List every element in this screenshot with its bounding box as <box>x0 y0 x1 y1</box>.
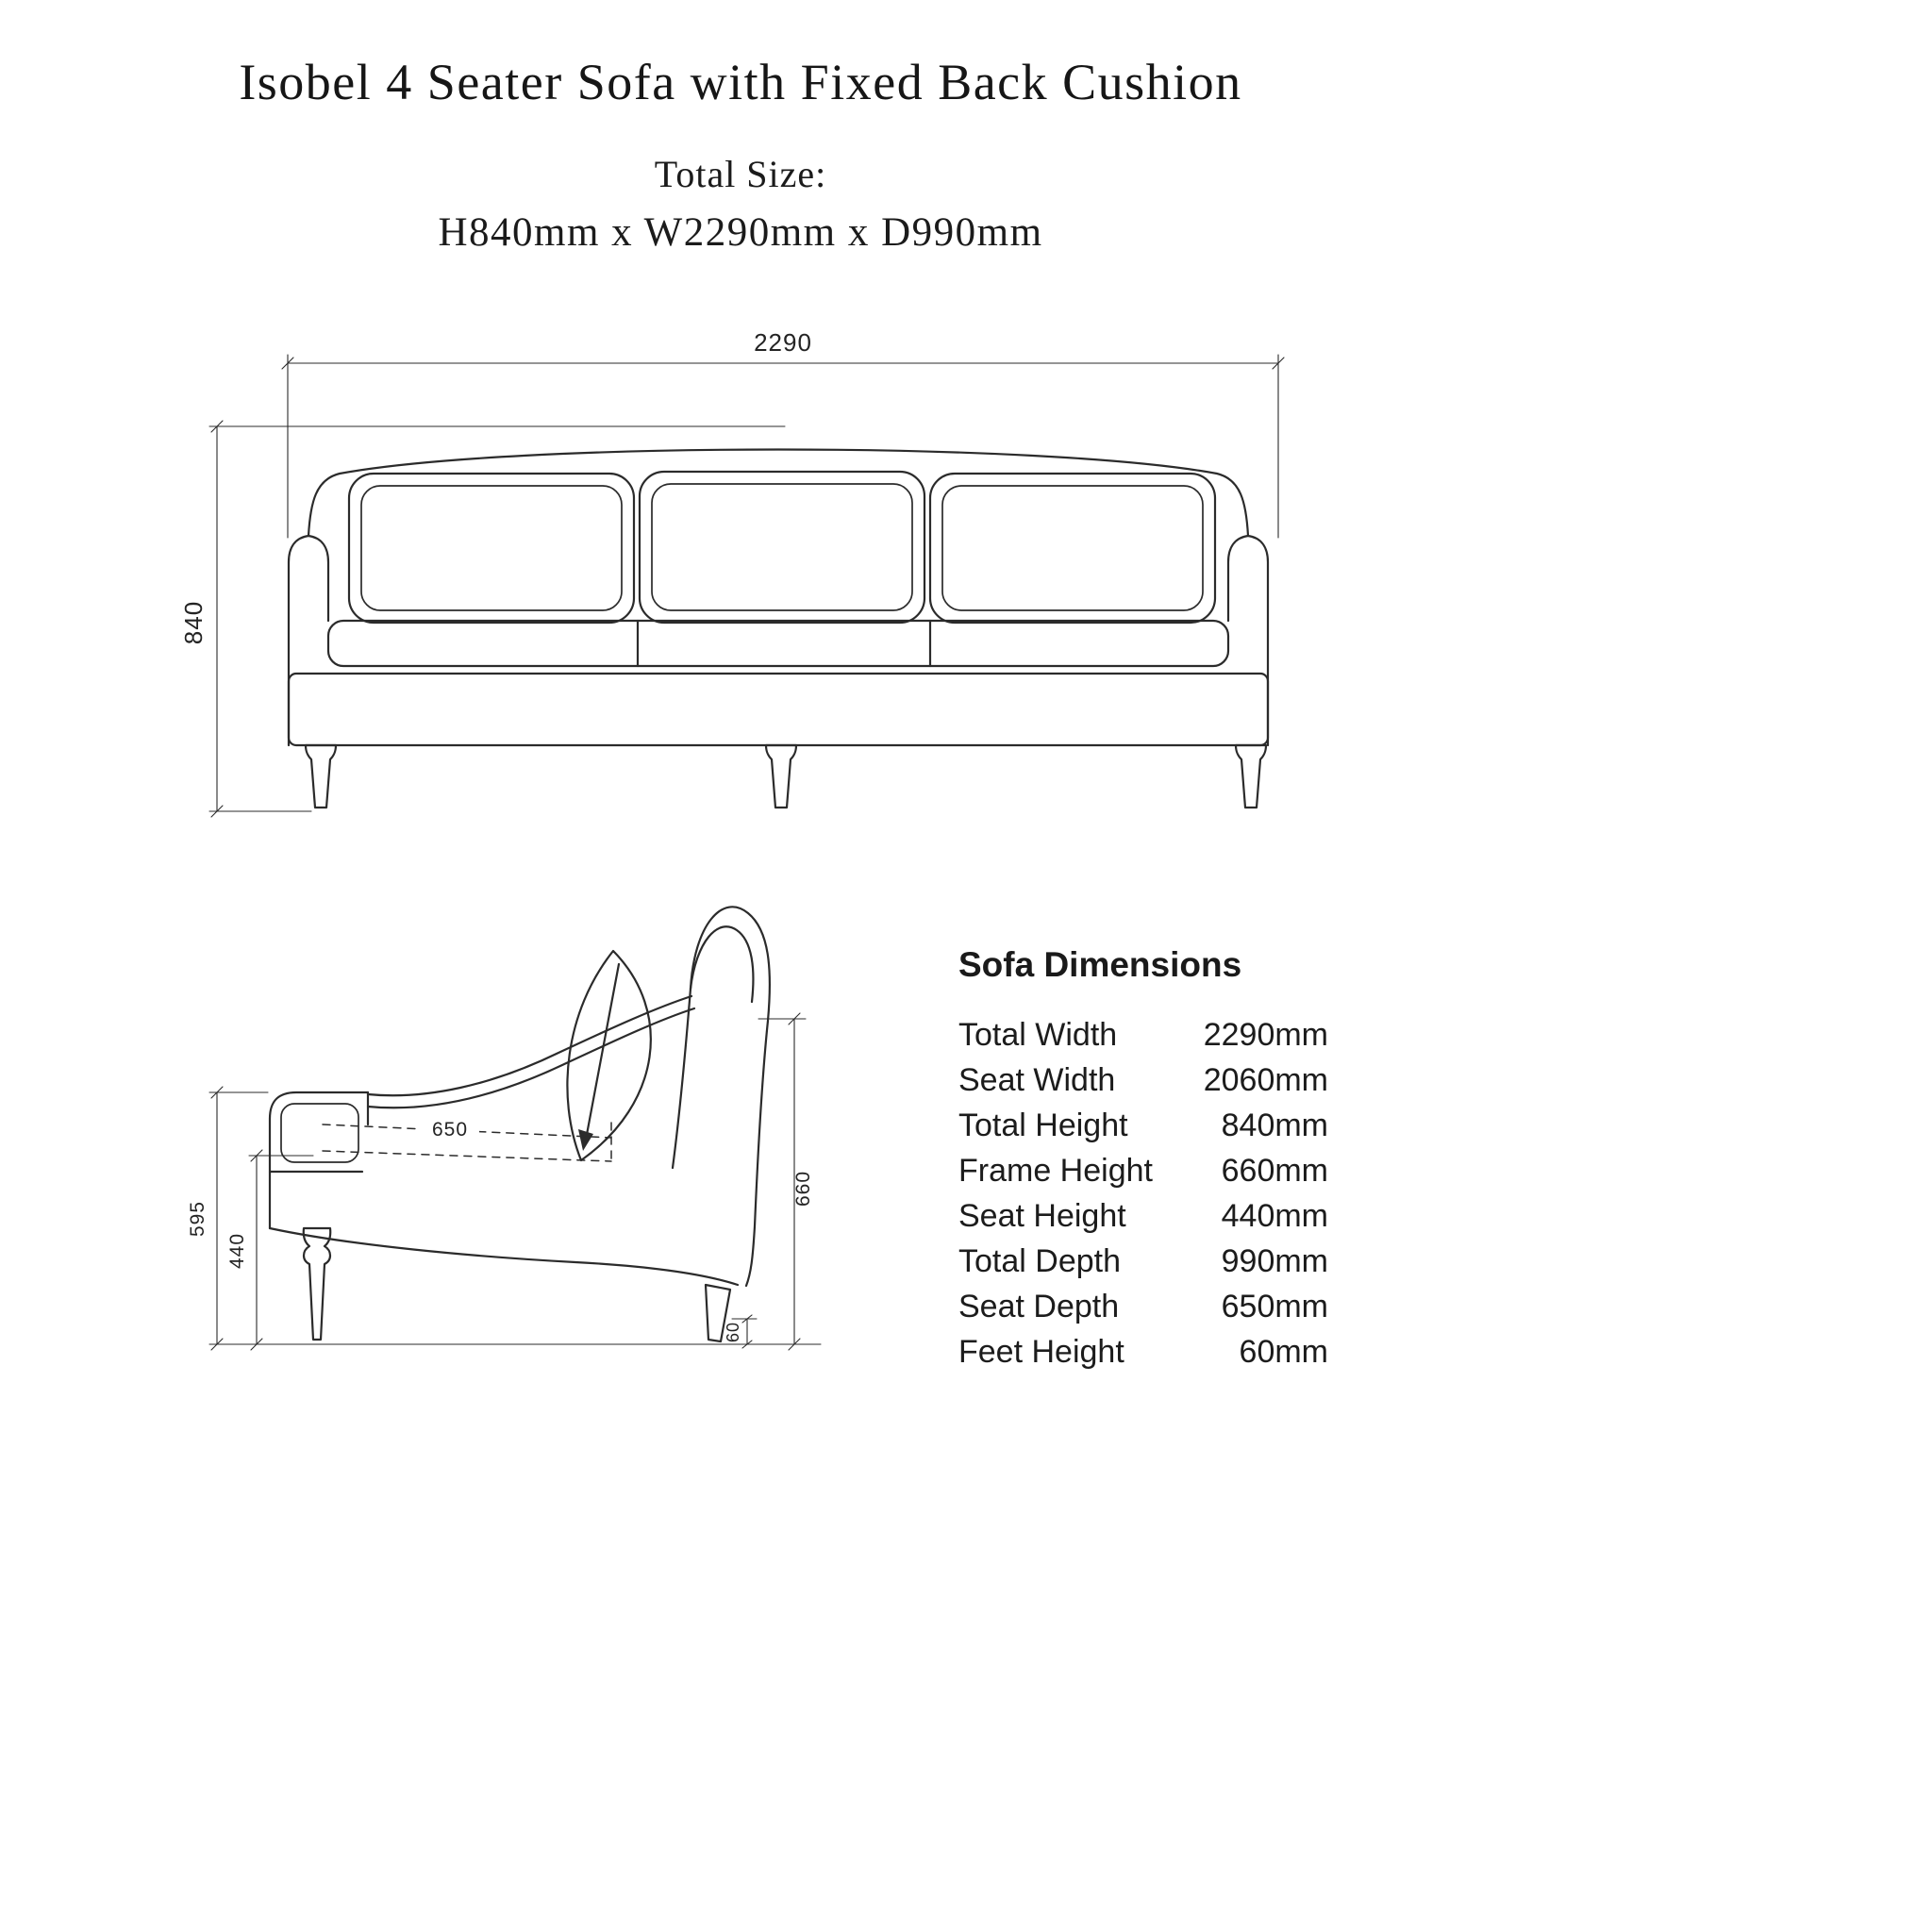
sofa-side-outline <box>268 906 772 1343</box>
dim-row-value: 650mm <box>1221 1289 1328 1324</box>
dim-row-label: Total Height <box>958 1108 1128 1143</box>
page-title: Isobel 4 Seater Sofa with Fixed Back Cus… <box>239 54 1242 110</box>
dim-row-value: 2290mm <box>1203 1017 1328 1053</box>
table-row: Total Depth 990mm <box>958 1240 1328 1285</box>
dim-row-label: Total Width <box>958 1017 1118 1053</box>
seat-depth-label-mask <box>421 1115 479 1141</box>
front-middle-leg <box>764 743 798 809</box>
side-elevation-drawing: 595 440 660 60 650 <box>187 906 822 1351</box>
cushion-arrowhead <box>578 1129 593 1151</box>
dim-row-label: Seat Height <box>958 1198 1126 1234</box>
total-size-label: Total Size: <box>654 153 827 196</box>
dim-row-value: 990mm <box>1221 1243 1328 1279</box>
dim-row-label: Frame Height <box>958 1153 1153 1189</box>
dim-row-value: 60mm <box>1239 1334 1328 1370</box>
dim-row-value: 440mm <box>1221 1198 1328 1234</box>
front-elevation-drawing: 2290 840 <box>179 328 1285 818</box>
front-right-leg <box>1234 743 1268 809</box>
dim-label-seat-depth: 650 <box>432 1119 468 1141</box>
side-dimension-lines <box>208 1012 822 1351</box>
heading-block: Isobel 4 Seater Sofa with Fixed Back Cus… <box>0 54 1481 256</box>
dim-label-seat-height: 440 <box>226 1233 248 1269</box>
table-row: Feet Height 60mm <box>958 1330 1328 1375</box>
dim-label-front-total-height: 840 <box>179 601 208 644</box>
sofa-front-outline <box>287 448 1270 809</box>
front-left-leg <box>304 743 338 809</box>
front-dimension-lines <box>208 354 1285 818</box>
total-size-value: H840mm x W2290mm x D990mm <box>438 210 1043 256</box>
dim-label-front-total-width: 2290 <box>754 328 812 357</box>
table-row: Seat Width 2060mm <box>958 1058 1328 1104</box>
dim-row-label: Total Depth <box>958 1243 1121 1279</box>
table-row: Total Width 2290mm <box>958 1013 1328 1058</box>
back-cushions <box>347 470 1217 625</box>
dim-label-frame-height: 660 <box>792 1171 814 1207</box>
table-row: Total Height 840mm <box>958 1104 1328 1149</box>
dim-row-value: 840mm <box>1221 1108 1328 1143</box>
table-row: Frame Height 660mm <box>958 1149 1328 1194</box>
dim-label-feet-height: 60 <box>724 1322 742 1342</box>
dim-row-label: Seat Width <box>958 1062 1116 1098</box>
dimensions-table: Sofa Dimensions Total Width 2290mm Seat … <box>958 945 1328 1375</box>
dim-row-value: 2060mm <box>1203 1062 1328 1098</box>
arm-panel-piping <box>280 1103 359 1163</box>
dim-row-label: Seat Depth <box>958 1289 1120 1324</box>
dim-row-value: 660mm <box>1221 1153 1328 1189</box>
dim-label-arm-height: 595 <box>187 1201 208 1237</box>
side-back-cushion <box>566 949 652 1162</box>
back-cushion-piping <box>360 483 1204 611</box>
dim-row-label: Feet Height <box>958 1334 1124 1370</box>
table-row: Seat Height 440mm <box>958 1194 1328 1240</box>
dimensions-table-heading: Sofa Dimensions <box>958 945 1242 984</box>
table-row: Seat Depth 650mm <box>958 1285 1328 1330</box>
